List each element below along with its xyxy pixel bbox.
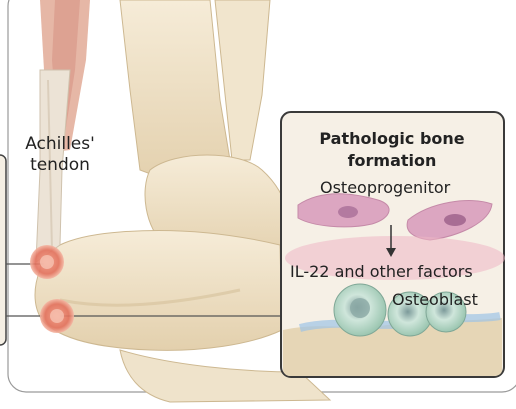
osteoprogenitor-label: Osteoprogenitor xyxy=(320,178,450,197)
achilles-tendon-label: Achilles' tendon xyxy=(22,134,98,176)
factors-label: IL-22 and other factors xyxy=(290,262,473,281)
osteoblast-label: Osteoblast xyxy=(392,290,478,309)
inset-title: Pathologic bone formation xyxy=(282,128,502,172)
calcaneus xyxy=(35,231,282,351)
left-inset-box xyxy=(0,155,6,345)
